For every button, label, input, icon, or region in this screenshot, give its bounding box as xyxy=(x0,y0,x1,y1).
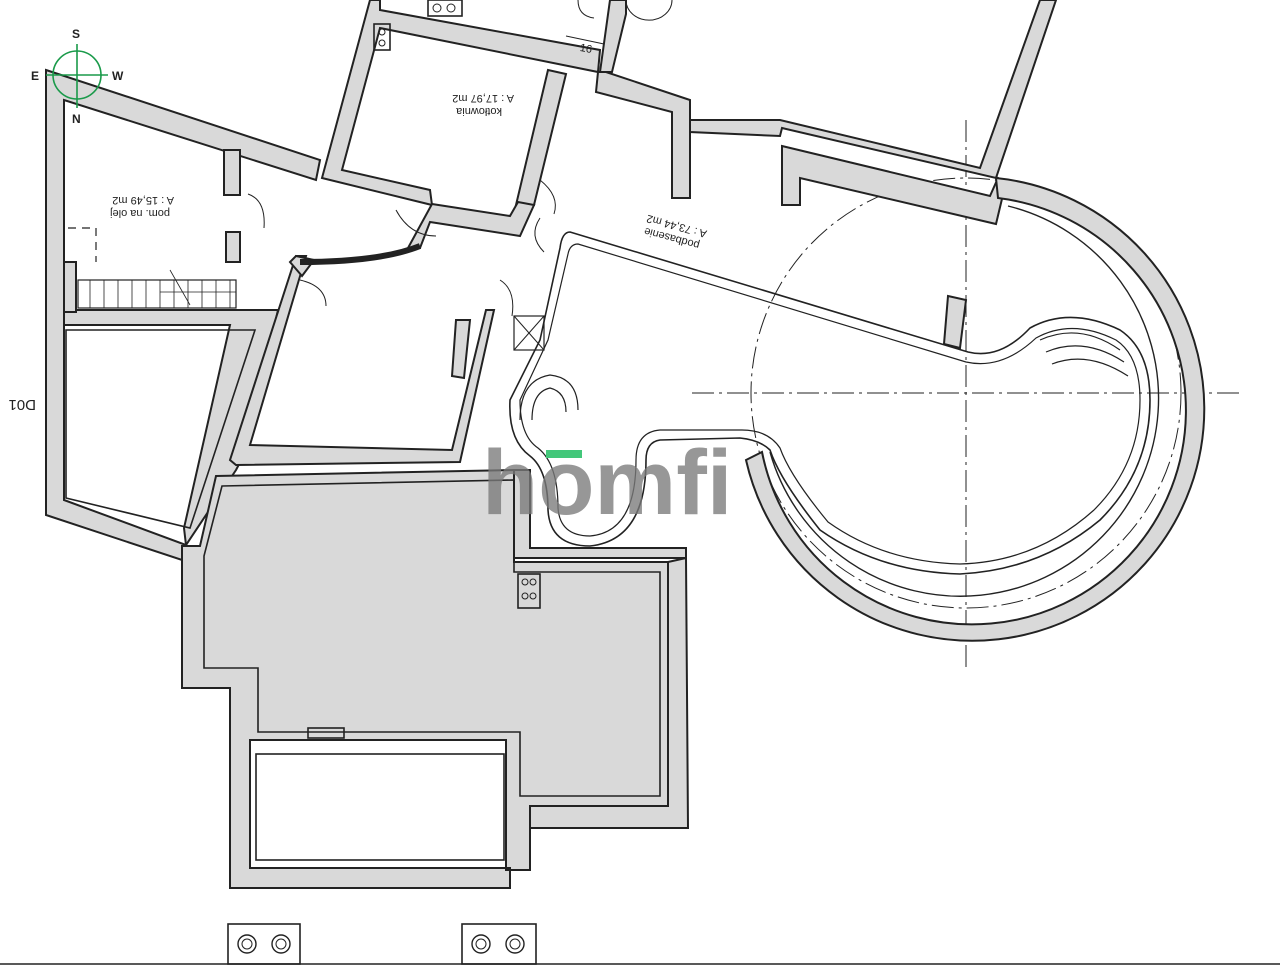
room-name: pom. na olej xyxy=(110,207,170,219)
room-label-boiler-room: kotłownia A : 17,97 m2 xyxy=(452,92,514,117)
room-area: A : 17,97 m2 xyxy=(452,92,514,104)
compass-rose: S W E N xyxy=(31,27,124,126)
section-reference: D01 xyxy=(8,396,36,413)
compass-north-label: N xyxy=(72,112,81,126)
room-name: kotłownia xyxy=(455,105,502,117)
circular-pool-room xyxy=(744,176,1206,642)
compass-east-label: E xyxy=(31,69,39,83)
compass-south-label: S xyxy=(72,27,80,41)
dimension-mark: 16 xyxy=(565,35,605,56)
dimension-value: 16 xyxy=(579,42,593,56)
south-wing-walls xyxy=(181,468,690,889)
compass-west-label: W xyxy=(112,69,124,83)
boiler-room-walls xyxy=(320,0,691,249)
pool-basin xyxy=(509,231,1151,575)
room-area: A : 15,49 m2 xyxy=(112,194,174,206)
room-label-oil-room: pom. na olej A : 15,49 m2 xyxy=(110,194,174,219)
northeast-walls xyxy=(689,0,1058,350)
vent-boxes xyxy=(0,923,1280,965)
pool-hall-walls xyxy=(228,243,687,559)
door-swings xyxy=(247,0,673,317)
watermark-text: homfi xyxy=(482,432,732,534)
stairs xyxy=(68,227,237,309)
watermark-logo: homfi xyxy=(482,432,732,534)
room-label-pool-base: podbasenie A : 73,44 m2 xyxy=(643,212,708,251)
